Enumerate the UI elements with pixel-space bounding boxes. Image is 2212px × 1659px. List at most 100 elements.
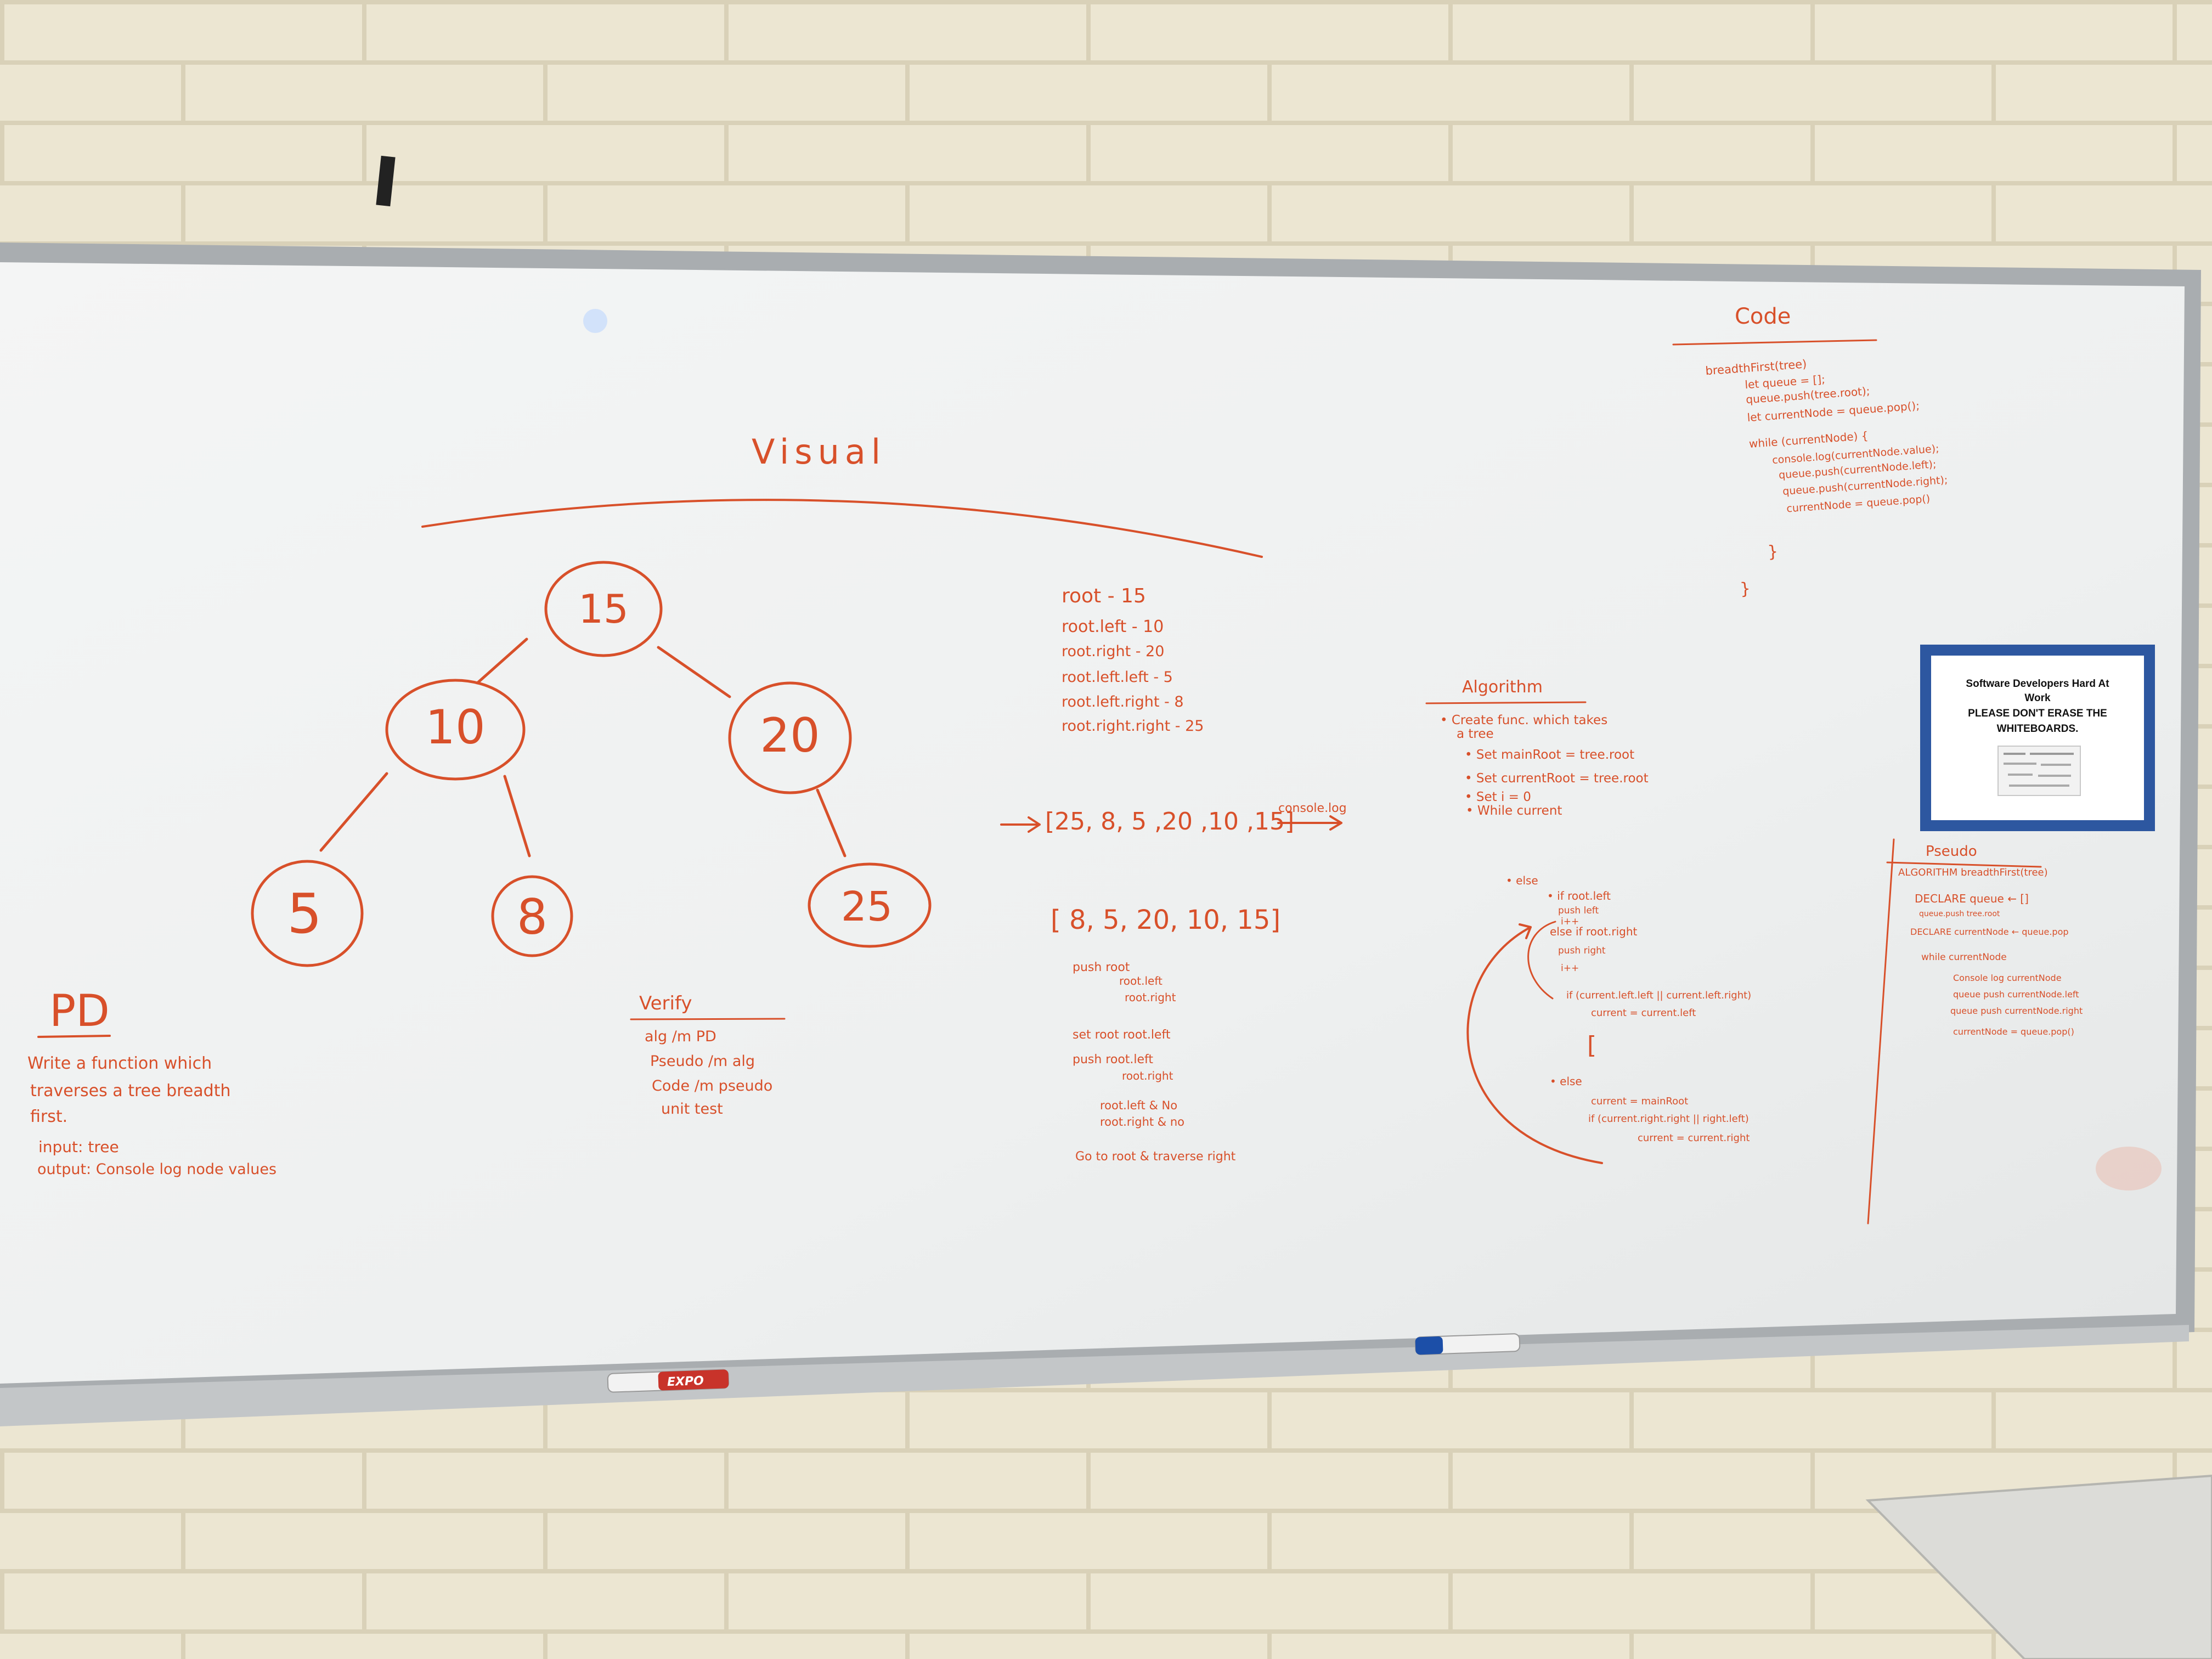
- pseudo-line: DECLARE currentNode ← queue.pop: [1910, 927, 2069, 937]
- console-log-note: console.log: [1278, 802, 1347, 815]
- assignment-line: root.right - 20: [1062, 643, 1164, 660]
- visual-title: Visual: [752, 432, 886, 472]
- assignment-line: root.right.right - 25: [1062, 718, 1204, 735]
- pd-underline: [37, 1035, 111, 1038]
- code-underline: [1672, 339, 1877, 346]
- wall-hook: [376, 155, 396, 207]
- desk: [1865, 1474, 2212, 1659]
- node-value: 20: [760, 708, 820, 763]
- detail-line: push right: [1558, 945, 1606, 956]
- detail-line: i++: [1561, 963, 1579, 974]
- pd-line: output: Console log node values: [37, 1161, 276, 1178]
- assignment-line: root - 15: [1062, 585, 1146, 607]
- algorithm-underline: [1425, 701, 1587, 704]
- marker-tray: [0, 1325, 2189, 1426]
- pd-line: input: tree: [38, 1138, 119, 1156]
- step-line: root.right & no: [1100, 1115, 1184, 1128]
- step-line: root.left & No: [1100, 1099, 1177, 1112]
- array-first: [25, 8, 5 ,20 ,10 ,15]: [1045, 808, 1294, 836]
- pd-line: Write a function which: [27, 1054, 212, 1073]
- verify-line: unit test: [661, 1101, 723, 1118]
- smudge: [2096, 1147, 2162, 1190]
- pseudo-underline: [1886, 861, 2042, 868]
- algorithm-line: • While current: [1466, 804, 1562, 818]
- tree-edge: [816, 788, 847, 857]
- code-line: }: [1739, 579, 1751, 599]
- do-not-erase-sign: Software Developers Hard At Work PLEASE …: [1920, 645, 2155, 831]
- light-glare: [583, 309, 607, 333]
- detail-line: else if root.right: [1550, 925, 1638, 938]
- pseudo-line: queue push currentNode.left: [1953, 989, 2079, 1000]
- array-second: [ 8, 5, 20, 10, 15]: [1051, 905, 1280, 935]
- pseudo-line: queue push currentNode.right: [1950, 1006, 2083, 1016]
- arrow-icon: [1277, 815, 1342, 831]
- algorithm-line: • Create func. which takes: [1440, 713, 1607, 727]
- verify-section: Verify alg /m PD Pseudo /m alg Code /m p…: [630, 992, 786, 1118]
- step-line: push root.left: [1073, 1053, 1153, 1066]
- marker-label: EXPO: [667, 1374, 704, 1389]
- node-value: 8: [517, 889, 548, 945]
- tree-edge: [503, 775, 531, 857]
- detail-line: if (current.right.right || right.left): [1588, 1113, 1749, 1125]
- detail-line: • else: [1550, 1075, 1582, 1088]
- algorithm-line: • Set mainRoot = tree.root: [1465, 748, 1634, 762]
- pseudo-line: while currentNode: [1921, 952, 2007, 963]
- red-marker[interactable]: EXPO: [607, 1369, 730, 1393]
- whiteboard: [0, 242, 2201, 1426]
- step-line: Go to root & traverse right: [1075, 1150, 1236, 1164]
- assignment-line: root.left.left - 5: [1062, 669, 1173, 686]
- tree-edge: [476, 637, 528, 685]
- tree-node-left: [385, 679, 526, 781]
- detail-line: current = current.left: [1591, 1007, 1696, 1019]
- pseudo-divider: [1867, 838, 1895, 1224]
- tree-node-right-right: [808, 862, 932, 948]
- sign-line: Software Developers Hard At: [1966, 678, 2109, 690]
- detail-line: push left: [1558, 905, 1599, 916]
- step-line: root.right: [1125, 991, 1176, 1004]
- node-value: 10: [425, 700, 485, 755]
- algorithm-line: • Set currentRoot = tree.root: [1465, 771, 1649, 786]
- loop-arrow: [1527, 921, 1556, 1000]
- assignment-line: root.left.right - 8: [1062, 693, 1184, 710]
- detail-line: if (current.left.left || current.left.ri…: [1566, 990, 1751, 1001]
- pseudo-line: queue.push tree.root: [1919, 910, 2000, 918]
- algorithm-line: a tree: [1457, 727, 1494, 741]
- detail-line: • if root.left: [1547, 889, 1611, 902]
- sign-line: PLEASE DON'T ERASE THE: [1968, 708, 2107, 719]
- tree-edge: [657, 646, 731, 698]
- tree-node-left-left: [251, 860, 364, 967]
- algorithm-section: Algorithm • Create func. which takes a t…: [1425, 678, 1649, 818]
- tree-node-right: [728, 681, 852, 794]
- sign-line: Work: [2024, 692, 2051, 704]
- sign-thumbnail-image: [1997, 746, 2081, 796]
- blue-marker[interactable]: [1414, 1333, 1521, 1356]
- pd-section: PD Write a function which traverses a tr…: [27, 985, 276, 1178]
- code-line: }: [1767, 542, 1779, 562]
- pseudo-line: ALGORITHM breadthFirst(tree): [1898, 867, 2048, 878]
- verify-line: alg /m PD: [645, 1028, 716, 1045]
- pseudo-title: Pseudo: [1926, 843, 1977, 860]
- detail-line: i++: [1561, 916, 1579, 927]
- pd-line: traverses a tree breadth: [30, 1081, 230, 1101]
- pseudo-line: Console log currentNode: [1953, 973, 2062, 983]
- tree-edge: [319, 772, 388, 852]
- tree-node-root: [544, 561, 663, 657]
- pseudo-section: Pseudo ALGORITHM breadthFirst(tree) DECL…: [1867, 838, 2083, 1224]
- verify-line: Pseudo /m alg: [650, 1053, 755, 1070]
- arrow-icon: [1000, 816, 1041, 833]
- detail-line: • else: [1506, 874, 1538, 887]
- detail-line: current = mainRoot: [1591, 1096, 1688, 1107]
- detail-line: current = current.right: [1638, 1132, 1750, 1144]
- assignment-line: root.left - 10: [1062, 617, 1164, 636]
- algorithm-line: • Set i = 0: [1465, 790, 1531, 804]
- visual-section: Visual 15 10 20 5 8 25: [251, 432, 1263, 967]
- step-line: push root: [1073, 961, 1130, 974]
- array-section: [25, 8, 5 ,20 ,10 ,15] console.log [ 8, …: [1000, 802, 1347, 935]
- pseudo-line: currentNode = queue.pop(): [1953, 1026, 2074, 1037]
- step-line: root.left: [1119, 974, 1163, 988]
- visual-bracket: [421, 499, 1263, 558]
- assignments-list: root - 15 root.left - 10 root.right - 20…: [1062, 585, 1204, 735]
- sign-line: WHITEBOARDS.: [1997, 723, 2079, 735]
- node-value: 25: [841, 883, 893, 930]
- pd-title: PD: [49, 985, 110, 1036]
